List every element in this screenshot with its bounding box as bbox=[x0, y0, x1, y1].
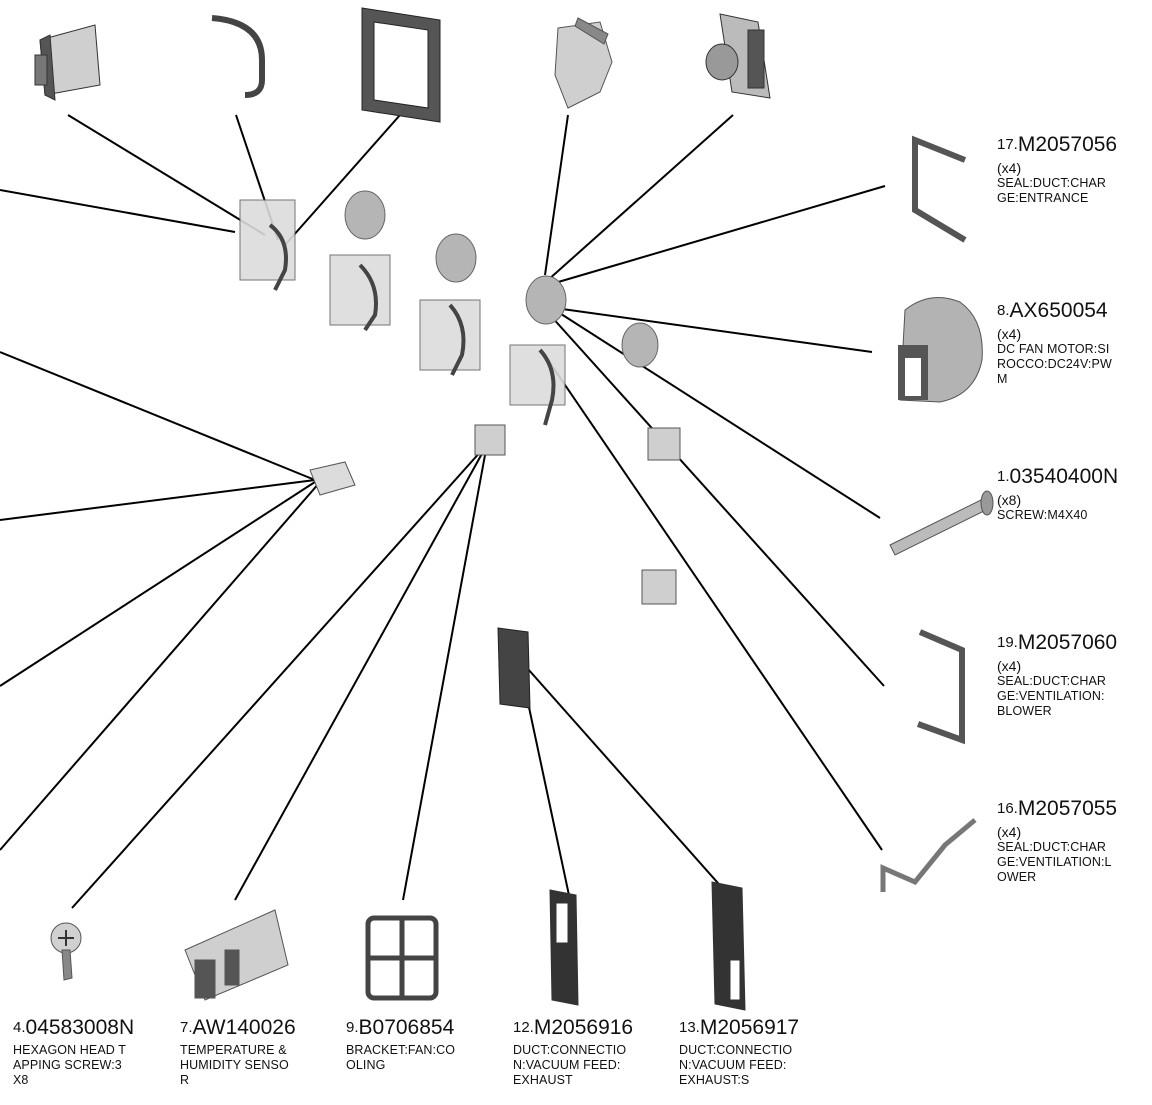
part-thumb-duct-exhaust bbox=[549, 889, 579, 1006]
part-number: M2057056 bbox=[1017, 133, 1118, 156]
part-number: M2057055 bbox=[1017, 797, 1118, 820]
part-callout: 4.04583008N HEXAGON HEAD T APPING SCREW:… bbox=[13, 1017, 163, 1088]
part-number-index: 8. bbox=[997, 302, 1010, 319]
part-quantity: (x4) bbox=[997, 824, 1022, 840]
leader-line bbox=[547, 114, 734, 281]
leader-line bbox=[554, 307, 873, 353]
part-description: SEAL:DUCT:CHAR GE:VENTILATION: BLOWER bbox=[997, 674, 1107, 718]
part-callout: 8.AX650054 (x4) DC FAN MOTOR:SI ROCCO:DC… bbox=[997, 300, 1147, 387]
part-description: TEMPERATURE & HUMIDITY SENSO R bbox=[180, 1043, 289, 1087]
part-description: BRACKET:FAN:CO OLING bbox=[346, 1043, 456, 1072]
part-thumb-seal-frame bbox=[361, 7, 441, 123]
part-description: DUCT:CONNECTIO N:VACUUM FEED: EXHAUST bbox=[513, 1043, 627, 1087]
part-number-index: 7. bbox=[180, 1019, 193, 1036]
part-callout: 9.B0706854 BRACKET:FAN:CO OLING bbox=[346, 1017, 496, 1073]
part-number-index: 4. bbox=[13, 1019, 26, 1036]
leader-line bbox=[71, 449, 483, 909]
part-thumb-cover bbox=[554, 17, 613, 109]
part-callout: 13.M2056917 DUCT:CONNECTIO N:VACUUM FEED… bbox=[679, 1017, 829, 1088]
leader-line bbox=[519, 659, 734, 901]
part-callout: 16.M2057055 (x4) SEAL:DUCT:CHAR GE:VENTI… bbox=[997, 798, 1147, 885]
leader-line bbox=[549, 314, 885, 687]
part-quantity: (x8) bbox=[997, 492, 1022, 508]
part-number: M2056917 bbox=[699, 1016, 800, 1039]
leader-lines bbox=[0, 114, 886, 909]
part-number-index: 17. bbox=[997, 136, 1018, 153]
part-thumb-seal-blower bbox=[916, 629, 965, 745]
leader-line bbox=[284, 114, 401, 246]
leader-line bbox=[547, 185, 886, 286]
part-description: SEAL:DUCT:CHAR GE:ENTRANCE bbox=[997, 176, 1107, 205]
part-thumb-bracket-duct bbox=[34, 24, 101, 101]
part-thumb-fan-motor bbox=[898, 297, 983, 403]
central-assembly bbox=[239, 190, 681, 709]
part-callout: 7.AW140026 TEMPERATURE & HUMIDITY SENSO … bbox=[180, 1017, 330, 1088]
leader-line bbox=[0, 189, 236, 233]
leader-line bbox=[544, 114, 569, 276]
leader-line bbox=[0, 351, 316, 481]
part-description: HEXAGON HEAD T APPING SCREW:3 X8 bbox=[13, 1043, 126, 1087]
part-number-index: 13. bbox=[679, 1019, 700, 1036]
part-thumb-tapping-screw bbox=[50, 922, 82, 981]
part-description: SCREW:M4X40 bbox=[997, 508, 1088, 522]
part-callout: 12.M2056916 DUCT:CONNECTIO N:VACUUM FEED… bbox=[513, 1017, 663, 1088]
leader-line bbox=[547, 359, 883, 851]
part-callout: 19.M2057060 (x4) SEAL:DUCT:CHAR GE:VENTI… bbox=[997, 632, 1147, 719]
leader-line bbox=[0, 479, 319, 687]
part-number: M2056916 bbox=[533, 1016, 634, 1039]
part-number: M2057060 bbox=[1017, 631, 1118, 654]
part-number: 04583008N bbox=[25, 1016, 135, 1039]
leader-line bbox=[402, 454, 486, 901]
part-number-index: 12. bbox=[513, 1019, 534, 1036]
part-thumb-seal-entrance bbox=[912, 135, 967, 243]
leader-line bbox=[0, 479, 316, 521]
part-quantity: (x4) bbox=[997, 326, 1022, 342]
part-thumb-fan-bracket bbox=[365, 915, 439, 1001]
part-number: AX650054 bbox=[1009, 299, 1108, 322]
part-callout: 1.03540400N (x8) SCREW:M4X40 bbox=[997, 466, 1147, 523]
part-quantity: (x4) bbox=[997, 658, 1022, 674]
part-callout: 17.M2057056 (x4) SEAL:DUCT:CHAR GE:ENTRA… bbox=[997, 134, 1147, 206]
part-thumb-duct-exhaust-s bbox=[711, 881, 746, 1011]
part-description: SEAL:DUCT:CHAR GE:VENTILATION:L OWER bbox=[997, 840, 1112, 884]
part-number: AW140026 bbox=[192, 1016, 296, 1039]
part-thumb-screw bbox=[889, 490, 994, 556]
part-number-index: 1. bbox=[997, 468, 1010, 485]
part-thumb-fan-duct bbox=[705, 13, 771, 99]
leader-line bbox=[0, 481, 321, 851]
part-number: B0706854 bbox=[358, 1016, 455, 1039]
part-quantity: (x4) bbox=[997, 160, 1022, 176]
leader-line bbox=[234, 449, 485, 901]
part-description: DC FAN MOTOR:SI ROCCO:DC24V:PW M bbox=[997, 342, 1112, 386]
part-thumb-seal-lower bbox=[880, 818, 977, 892]
part-number: 03540400N bbox=[1009, 465, 1119, 488]
leader-line bbox=[557, 311, 881, 519]
part-thumb-curved-bracket bbox=[211, 15, 265, 98]
part-number-index: 19. bbox=[997, 634, 1018, 651]
part-thumb-sensor bbox=[184, 909, 289, 1001]
part-number-index: 9. bbox=[346, 1019, 359, 1036]
part-description: DUCT:CONNECTIO N:VACUUM FEED: EXHAUST:S bbox=[679, 1043, 793, 1087]
leader-line bbox=[67, 114, 266, 236]
part-number-index: 16. bbox=[997, 800, 1018, 817]
